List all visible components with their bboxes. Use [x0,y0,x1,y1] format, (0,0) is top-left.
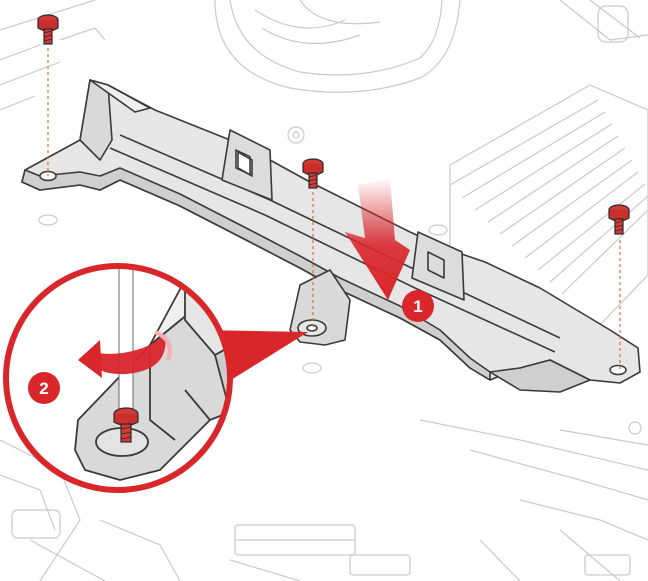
screw-icon [37,14,59,45]
screwdriver-icon [118,266,134,430]
fan-outline [214,0,461,93]
screw-icon [302,158,324,189]
step-1-badge: 1 [402,290,434,322]
rotate-arrow-icon [78,330,172,378]
magnifier-callout [3,263,308,493]
arrow-down-icon [345,178,410,300]
step-2-badge: 2 [28,372,60,404]
mounting-bracket [21,79,641,393]
screw-icon [608,204,630,235]
step-1-number: 1 [413,297,422,316]
screw-guide-lines [47,48,621,370]
step-2-number: 2 [39,379,48,398]
screw-icon [113,407,139,443]
